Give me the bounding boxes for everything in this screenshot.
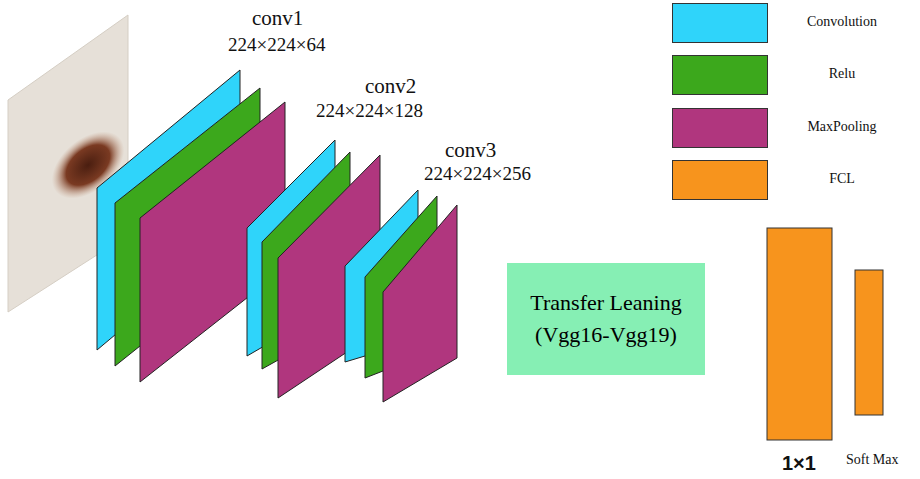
box-text: Transfer Leaning (Vgg16-Vgg19) (519, 287, 693, 351)
layer-dimension: 224×224×128 (316, 100, 423, 122)
layer-name: conv3 (445, 138, 496, 163)
layer-name: conv1 (252, 6, 303, 31)
legend-text: MaxPooling (807, 119, 876, 135)
legend-swatch (672, 3, 768, 43)
softmax-label: Soft Max (846, 452, 899, 468)
legend-text: Relu (829, 66, 855, 82)
fcl-size: 1×1 (782, 452, 816, 475)
fcl-bar (767, 228, 832, 440)
maxpooling-layer (383, 205, 457, 402)
transfer-learning-box: Transfer Leaning (Vgg16-Vgg19) (507, 263, 705, 375)
legend-swatch (672, 108, 768, 148)
softmax-bar (855, 270, 883, 415)
legend-swatch (672, 160, 768, 200)
layer-name: conv2 (365, 74, 416, 99)
legend-text: Convolution (807, 14, 877, 30)
layer-dimension: 224×224×256 (424, 163, 531, 185)
layer-dimension: 224×224×64 (228, 34, 325, 56)
legend-swatch (672, 55, 768, 95)
legend-text: FCL (829, 171, 855, 187)
